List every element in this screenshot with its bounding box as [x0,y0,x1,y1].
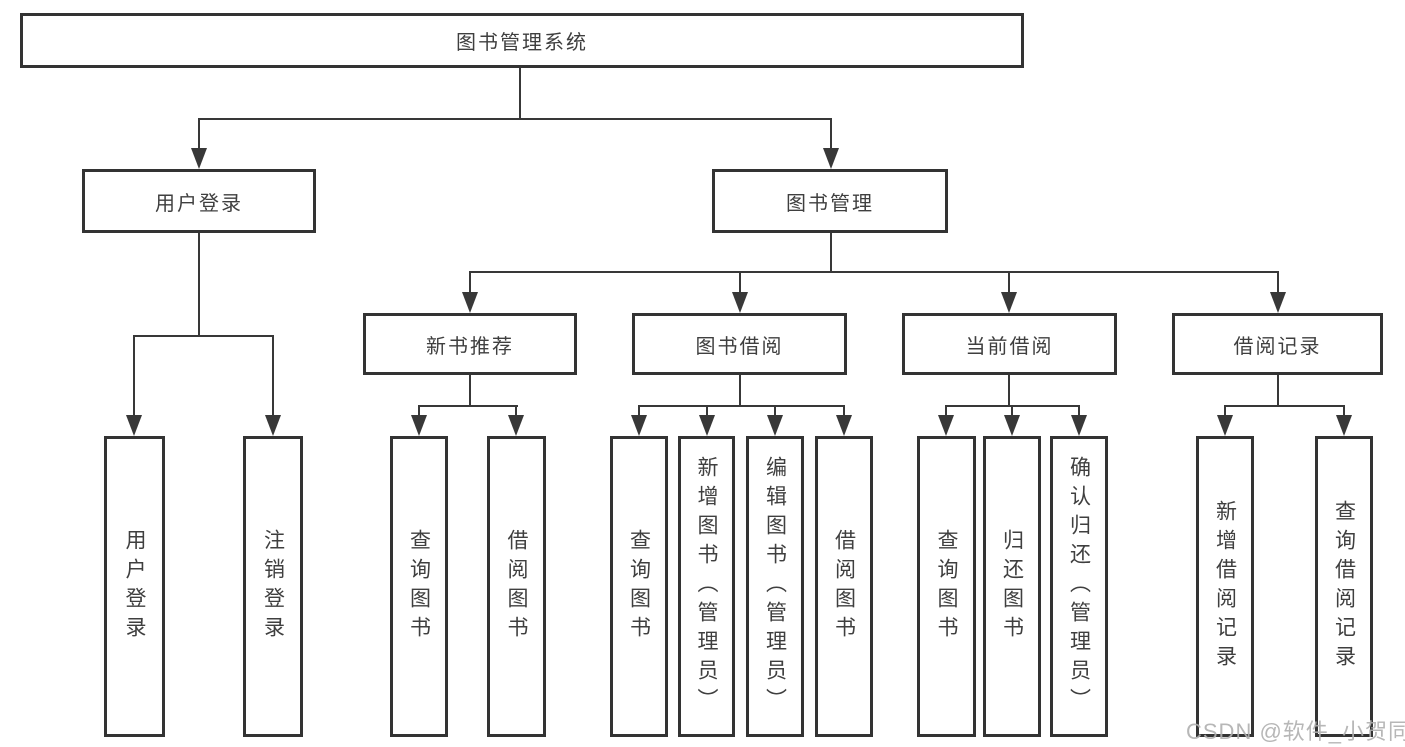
leaf-recommend-query-book-label: 查询图书 [407,528,431,645]
connector-line [469,375,471,407]
node-borrow-record: 借阅记录 [1172,313,1383,375]
leaf-record-query-record-label: 查询借阅记录 [1332,499,1356,674]
node-borrow-record-label: 借阅记录 [1233,335,1322,358]
connector-line [1011,405,1013,418]
connector-arrowhead [1336,415,1352,436]
connector-line [830,118,832,150]
leaf-record-add-record-label: 新增借阅记录 [1213,499,1237,674]
connector-arrowhead [732,292,748,313]
connector-arrowhead [191,148,207,169]
connector-arrowhead [126,415,142,436]
node-root-label: 图书管理系统 [456,32,588,54]
connector-arrowhead [508,415,524,436]
connector-line [1224,405,1226,418]
connector-arrowhead [836,415,852,436]
leaf-current-confirm-return-admin: 确认归还（管理员） [1050,436,1108,737]
connector-line [1078,405,1080,418]
connector-line [739,271,741,294]
connector-line [945,405,947,418]
leaf-user-login: 用户登录 [104,436,165,737]
connector-line [774,405,776,418]
node-new-book-recommend: 新书推荐 [363,313,577,375]
node-new-book-recommend-label: 新书推荐 [426,335,514,358]
connector-arrowhead [823,148,839,169]
connector-arrowhead [767,415,783,436]
connector-line [1008,271,1010,294]
connector-line [1277,271,1279,294]
connector-arrowhead [699,415,715,436]
connector-line [133,335,274,337]
leaf-current-confirm-return-admin-label: 确认归还（管理员） [1067,456,1091,717]
node-user-login-label: 用户登录 [155,192,243,215]
leaf-recommend-borrow-book-label: 借阅图书 [505,528,528,645]
leaf-borrow-borrow-book: 借阅图书 [815,436,873,737]
connector-line [1343,405,1345,418]
connector-arrowhead [1217,415,1233,436]
connector-line [272,335,274,416]
node-current-borrow-label: 当前借阅 [965,335,1054,358]
connector-line [515,405,517,418]
leaf-borrow-add-book-admin: 新增图书（管理员） [678,436,735,737]
connector-line [843,405,845,418]
leaf-logout: 注销登录 [243,436,303,737]
leaf-borrow-query-book-label: 查询图书 [627,528,651,645]
node-book-borrow: 图书借阅 [632,313,847,375]
leaf-user-login-label: 用户登录 [123,528,146,645]
leaf-current-query-book: 查询图书 [917,436,976,737]
csdn-watermark: CSDN @软件_小贺同学 [1186,719,1405,744]
connector-line [519,68,521,120]
connector-line [638,405,845,407]
connector-arrowhead [265,415,281,436]
connector-line [469,271,471,294]
connector-line [1224,405,1345,407]
connector-arrowhead [411,415,427,436]
node-book-borrow-label: 图书借阅 [695,335,784,358]
connector-line [1008,375,1010,407]
leaf-current-return-book: 归还图书 [983,436,1041,737]
connector-arrowhead [462,292,478,313]
connector-arrowhead [938,415,954,436]
node-book-management: 图书管理 [712,169,948,233]
leaf-borrow-edit-book-admin-label: 编辑图书（管理员） [763,456,787,717]
leaf-borrow-edit-book-admin: 编辑图书（管理员） [746,436,804,737]
node-user-login: 用户登录 [82,169,316,233]
leaf-recommend-query-book: 查询图书 [390,436,448,737]
connector-line [198,233,200,337]
leaf-borrow-add-book-admin-label: 新增图书（管理员） [695,456,718,717]
connector-arrowhead [1004,415,1020,436]
leaf-logout-label: 注销登录 [261,528,285,645]
node-book-management-label: 图书管理 [786,192,874,215]
connector-line [706,405,708,418]
connector-line [1277,375,1279,407]
connector-line [418,405,518,407]
node-current-borrow: 当前借阅 [902,313,1117,375]
leaf-record-query-record: 查询借阅记录 [1315,436,1373,737]
connector-line [638,405,640,418]
leaf-borrow-borrow-book-label: 借阅图书 [832,528,856,645]
connector-line [198,118,832,120]
connector-line [133,335,135,416]
connector-line [418,405,420,418]
connector-line [469,271,1279,273]
connector-line [830,233,832,273]
leaf-record-add-record: 新增借阅记录 [1196,436,1254,737]
connector-line [739,375,741,407]
node-root: 图书管理系统 [20,13,1024,68]
connector-arrowhead [631,415,647,436]
connector-arrowhead [1270,292,1286,313]
leaf-recommend-borrow-book: 借阅图书 [487,436,546,737]
leaf-borrow-query-book: 查询图书 [610,436,668,737]
connector-arrowhead [1001,292,1017,313]
leaf-current-query-book-label: 查询图书 [935,528,958,645]
leaf-current-return-book-label: 归还图书 [1000,528,1024,645]
connector-line [198,118,200,150]
connector-arrowhead [1071,415,1087,436]
